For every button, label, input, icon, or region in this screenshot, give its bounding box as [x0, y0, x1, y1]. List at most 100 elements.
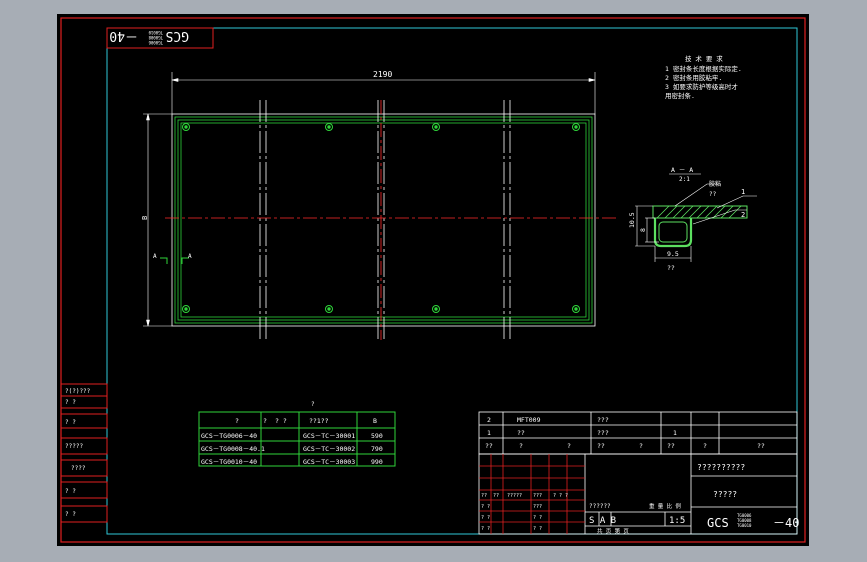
tech-note-3: 3 如要求防护等级高时才	[665, 82, 738, 91]
bom-header-note: ??	[757, 442, 765, 450]
drawing-code-prefix: GCS	[707, 516, 729, 530]
variants-row-2-code: GCS－TG0008－40.1	[201, 445, 265, 453]
dim-q: ??	[667, 264, 675, 272]
left-block-3: ?????	[65, 443, 83, 450]
frame-green-3	[180, 122, 587, 318]
drawing-sheet: GCS TG0006 TG0008 TG0010 －40 ?(?)??? ? ?…	[57, 14, 809, 546]
inner-border	[106, 27, 798, 535]
sign-row-1-e: ? ? ?	[553, 493, 568, 499]
sign-row-1-a: ??	[481, 493, 487, 499]
variants-row-3-b: 990	[371, 458, 383, 466]
bolt-holes	[182, 123, 580, 313]
bom-table: 2 MFT009 ??? 1 ?? ??? 1 ?? ? ? ?? ? ?? ?…	[478, 411, 798, 455]
section-detail: A － A 2:1 10.5 8	[628, 166, 757, 272]
centerlines	[165, 100, 617, 340]
variants-row-1-code: GCS－TG0006－40	[201, 432, 257, 440]
stamp-small-1: TG0006	[148, 40, 163, 45]
section-markers	[160, 257, 189, 264]
scale: 1:5	[669, 516, 685, 526]
stamp-small-2: TG0008	[148, 35, 163, 40]
materials: S A B	[589, 516, 616, 526]
drawing-name-2: ?????	[713, 490, 737, 499]
outer-plate-outline	[171, 113, 596, 327]
title-block: ?? ?? ????? ??? ? ? ? ? ? ??? ? ? ? ? ? …	[478, 453, 799, 535]
bom-header-name: ??	[597, 442, 605, 450]
width-dimension-text: 2190	[373, 70, 392, 79]
callout-2: 2	[741, 211, 745, 219]
left-block-6: ? ?	[65, 511, 76, 518]
drawing-code-small-3: TG0010	[737, 523, 752, 528]
frame-green-1	[174, 116, 593, 324]
variants-row-3-ref: GCS－TC－30003	[303, 458, 355, 466]
variants-header-3: ? ?	[275, 417, 287, 425]
top-corner-stamp: GCS TG0006 TG0008 TG0010 －40	[106, 27, 214, 49]
left-block-5: ? ?	[65, 488, 76, 495]
left-block-4: ????	[71, 465, 86, 472]
sign-row-4-d: ? ?	[533, 526, 542, 532]
bom-row-2-name: ???	[597, 416, 609, 424]
drawing-name-1: ??????????	[697, 463, 745, 472]
sign-row-2-a: ? ?	[481, 504, 490, 510]
dim-9-5: 9.5	[667, 250, 679, 258]
bom-header-code: ?	[519, 442, 523, 450]
section-title: A － A	[671, 166, 693, 174]
stamp-small-3: TG0010	[148, 30, 163, 35]
left-block-1-line1: ?(?)???	[65, 388, 91, 395]
sign-row-1-c: ?????	[507, 493, 522, 499]
bom-row-1-name: ???	[597, 429, 609, 437]
tech-note-1: 1 密封条长度根据实际定.	[665, 64, 742, 73]
bom-row-1-no: 1	[487, 429, 491, 437]
sign-row-3-a: ? ?	[481, 515, 490, 521]
height-dimension-text: B	[141, 216, 149, 220]
scale-header: 重 量 比 例	[649, 502, 681, 510]
callout-text: 胶粘	[709, 180, 721, 188]
section-mark-right: A	[188, 253, 192, 260]
sign-row-4-a: ? ?	[481, 526, 490, 532]
callout-1: 1	[741, 188, 745, 196]
stamp-suffix: －40	[109, 28, 138, 43]
tech-note-2: 2 密封条用胶粘牢.	[665, 73, 722, 82]
bom-header-qty: ??	[667, 442, 675, 450]
sheets-label: 共 页 第 页	[597, 527, 629, 535]
variants-header-2: ?	[263, 417, 267, 425]
bom-row-2-code: MFT009	[517, 416, 541, 424]
variants-row-1-b: 590	[371, 432, 383, 440]
section-scale: 2:1	[679, 176, 690, 183]
variants-row-3-code: GCS－TG0010－40	[201, 458, 257, 466]
sign-row-2-d: ???	[533, 504, 542, 510]
drawing-code-small-2: TG0008	[737, 518, 752, 523]
variants-row-2-ref: GCS－TC－30002	[303, 445, 355, 453]
bom-header-mat: ?	[703, 442, 707, 450]
width-dimension	[171, 72, 596, 114]
vertical-dividers	[259, 100, 511, 340]
sign-row-1-d: ???	[533, 493, 542, 499]
left-block-1-line2: ? ?	[65, 399, 76, 406]
bom-row-1-code: ??	[517, 429, 525, 437]
stage-label: ??????	[589, 503, 611, 510]
bom-row-1-qty: 1	[673, 429, 677, 437]
variants-header-4: ??1??	[309, 417, 329, 425]
sign-row-3-d: ? ?	[533, 515, 542, 521]
callout-q: ??	[709, 191, 717, 198]
tech-notes-title: 技 术 要 求	[685, 54, 723, 63]
variants-header-5: B	[373, 417, 377, 425]
variants-caption: ?	[311, 401, 315, 408]
tech-note-4: 用密封条.	[665, 91, 695, 100]
bom-header-n: ?	[639, 442, 643, 450]
left-side-blocks	[60, 383, 108, 523]
drawing-code-suffix: －40	[773, 516, 799, 530]
dim-10-5: 10.5	[628, 212, 636, 228]
variants-row-1-ref: GCS－TC－30001	[303, 432, 355, 440]
bom-header-no: ??	[485, 442, 493, 450]
dim-8: 8	[639, 228, 647, 232]
height-dimension	[143, 113, 172, 327]
drawing-code-small-1: TG0006	[737, 513, 752, 518]
variants-header-1: ?	[235, 417, 239, 425]
bom-row-2-no: 2	[487, 416, 491, 424]
left-block-2: ? ?	[65, 419, 76, 426]
variants-table: ? ? ? ? ? ??1?? B GCS－TG0006－40 GCS－TC－3…	[198, 401, 396, 467]
stamp-code: GCS	[166, 28, 189, 43]
bom-header-x: ?	[567, 442, 571, 450]
section-mark-left: A	[153, 253, 157, 260]
outer-border	[60, 17, 806, 543]
